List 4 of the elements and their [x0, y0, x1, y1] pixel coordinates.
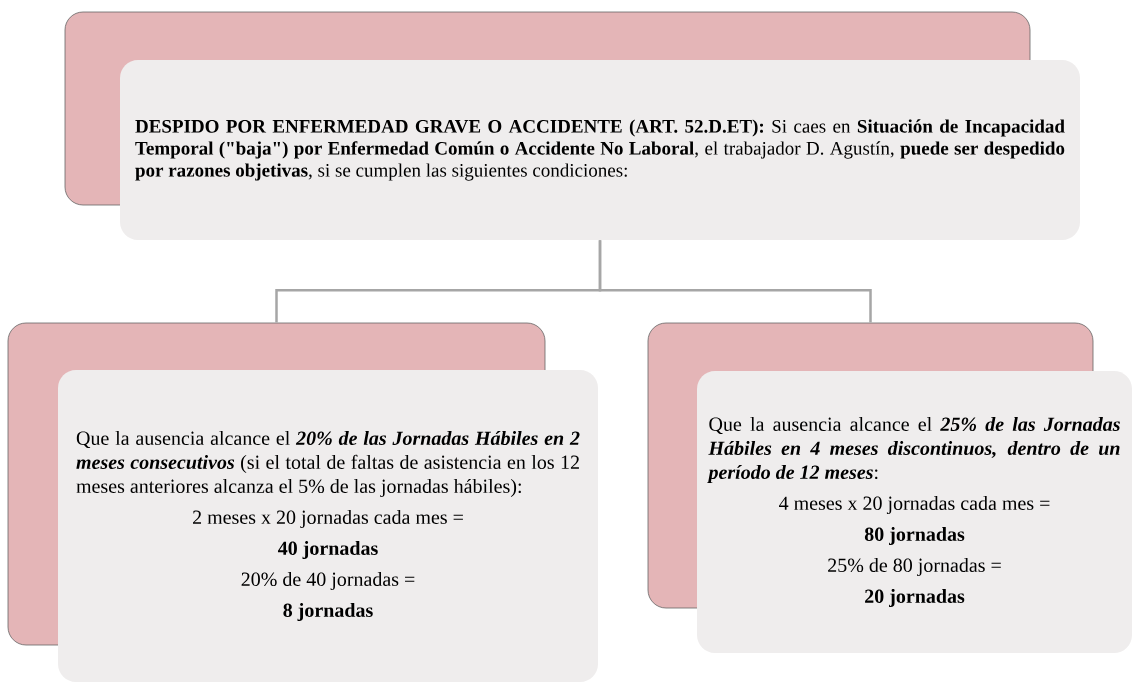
text-card: Que la ausencia alcance el 25% de las Jornadas Hábiles en 4 meses discontinuos, dentro de un período de 12 meses: 4 meses x 20 jornadas cada mes = 80 jornadas 25% de 80 jornadas = 20 jornadas	[697, 371, 1132, 653]
text-card: DESPIDO POR ENFERMEDAD GRAVE O ACCIDENTE (ART. 52.D.ET): Si caes en Situación de Incapacidad Temporal ("baja") por Enfermedad Común o Accidente No Laboral, el trabajador D. Agustín, puede ser despedido por razones objetivas, si se cumplen las siguientes condiciones:	[120, 60, 1080, 240]
text-card: Que la ausencia alcance el 20% de las Jornadas Hábiles en 2 meses consecutivos (si el total de faltas de asistencia en los 12 meses anteriores alcanza el 5% de las jornadas hábiles): 2 meses x 20 jornadas cada mes = 40 jornadas 20% de 40 jornadas = 8 jornadas	[58, 370, 598, 682]
connector-line	[598, 240, 872, 323]
